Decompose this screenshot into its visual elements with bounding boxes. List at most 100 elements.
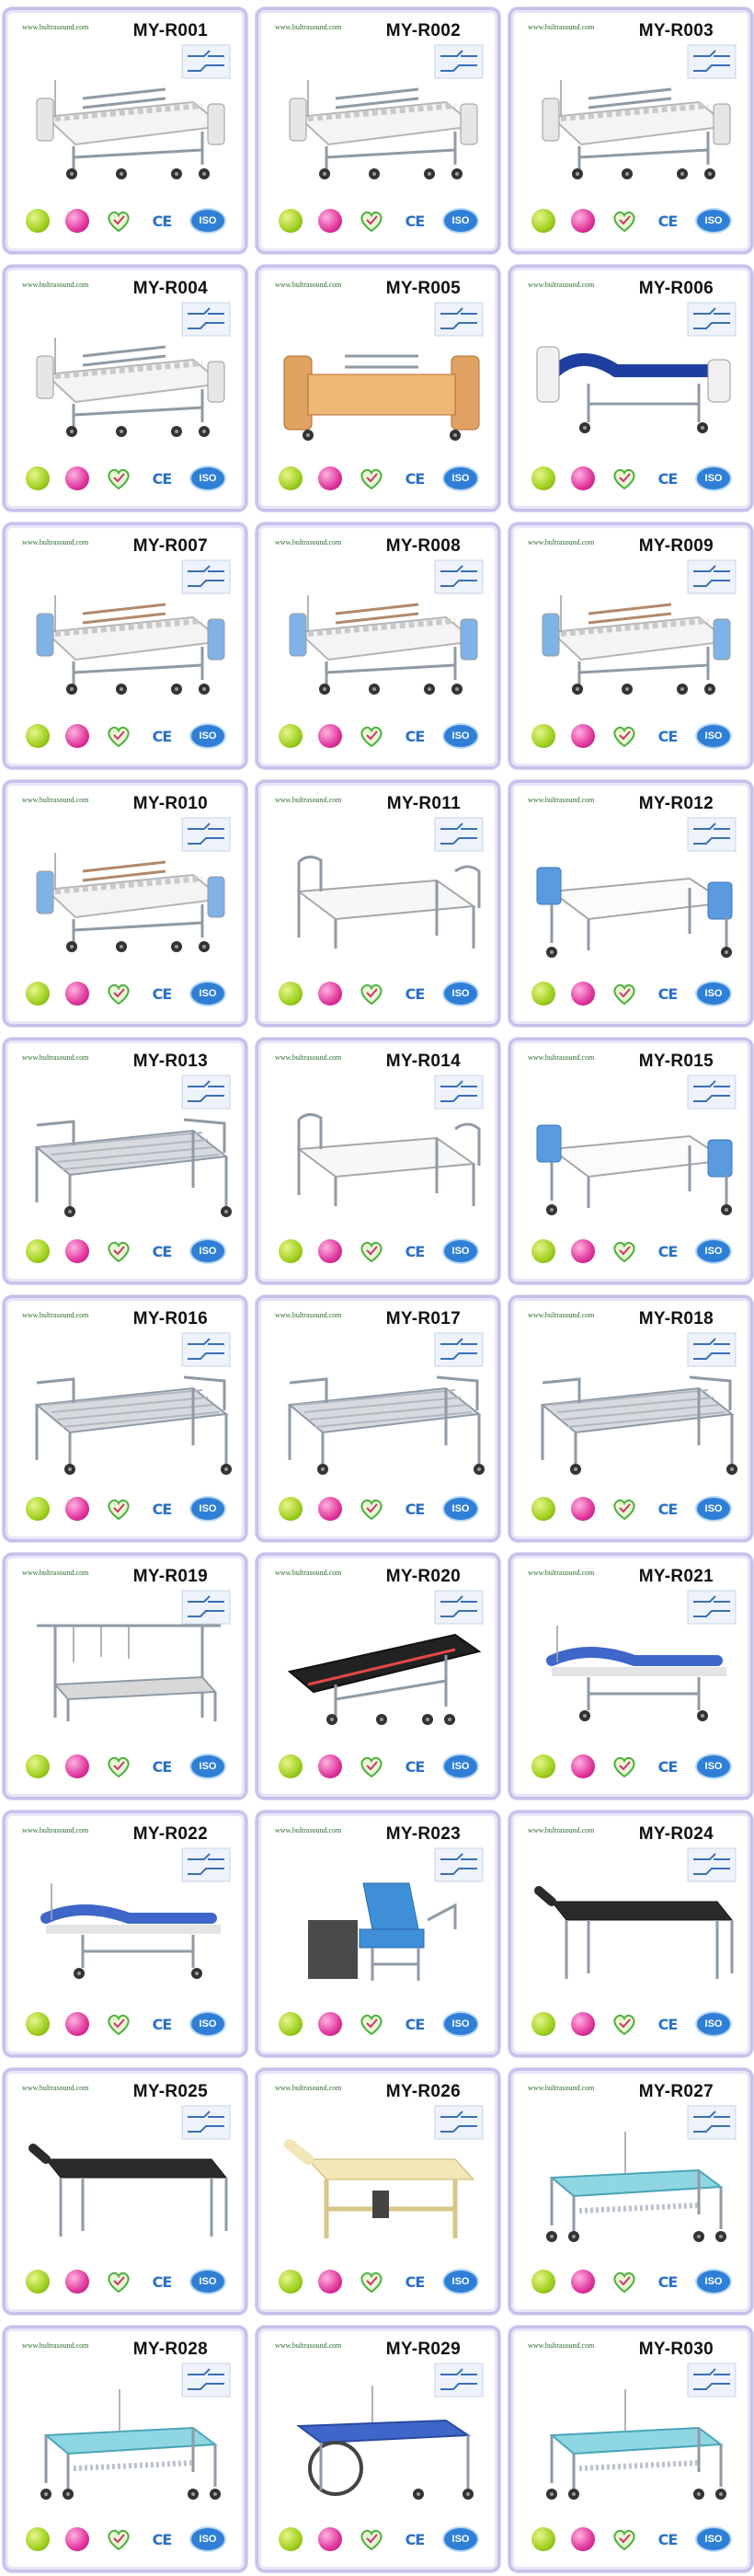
product-card-my-r004[interactable]: www.bultrasound.com MY-R004 CE — [3, 265, 247, 512]
electric-bed-icon — [36, 338, 225, 437]
heart-logo-icon — [613, 726, 635, 748]
ce-mark-icon: CE — [405, 1757, 426, 1776]
green-leaf-icon — [279, 982, 303, 1006]
position-thumbnail-icon — [181, 817, 231, 852]
iso-mark-icon: ISO — [444, 210, 477, 232]
heart-logo-icon — [613, 1499, 635, 1521]
green-leaf-icon — [26, 2527, 50, 2551]
site-label: www.bultrasound.com — [275, 1053, 342, 1062]
heart-logo-icon — [108, 1499, 130, 1521]
model-number: MY-R001 — [132, 21, 208, 40]
iso-mark-icon: ISO — [191, 2271, 224, 2293]
ce-mark-icon: CE — [152, 212, 173, 230]
ce-mark-icon: CE — [405, 984, 426, 1003]
model-number: MY-R007 — [132, 536, 208, 556]
product-card-my-r025[interactable]: www.bultrasound.com MY-R025 CE ISO — [3, 2068, 247, 2315]
manual-bed-icon — [36, 853, 225, 952]
product-card-my-r022[interactable]: www.bultrasound.com MY-R022 CE ISO — [3, 1811, 247, 2057]
green-leaf-icon — [26, 724, 50, 748]
pink-flower-icon — [571, 2527, 595, 2551]
product-card-my-r030[interactable]: www.bultrasound.com MY-R030 CE ISO — [508, 2326, 753, 2572]
position-thumbnail-icon — [687, 1847, 737, 1882]
green-leaf-icon — [531, 1239, 555, 1263]
model-number: MY-R030 — [638, 2340, 714, 2359]
heart-logo-icon — [108, 2271, 130, 2294]
pink-flower-icon — [318, 466, 342, 490]
green-leaf-icon — [279, 2012, 303, 2036]
product-card-my-r028[interactable]: www.bultrasound.com MY-R028 CE ISO — [3, 2326, 247, 2572]
model-number: MY-R020 — [385, 1567, 461, 1586]
product-card-my-r024[interactable]: www.bultrasound.com MY-R024 CE ISO — [508, 1811, 753, 2057]
product-card-my-r023[interactable]: www.bultrasound.com MY-R023 CE ISO — [256, 1811, 500, 2057]
ce-mark-icon: CE — [657, 727, 679, 745]
green-leaf-icon — [26, 2270, 50, 2294]
product-card-my-r027[interactable]: www.bultrasound.com MY-R027 CE ISO — [508, 2068, 753, 2315]
pink-flower-icon — [571, 466, 595, 490]
product-card-my-r020[interactable]: www.bultrasound.com MY-R020 CE ISO — [256, 1553, 500, 1800]
product-card-my-r001[interactable]: www.bultrasound.com MY-R001 CE — [3, 7, 247, 254]
ce-mark-icon: CE — [152, 727, 173, 745]
ce-mark-icon: CE — [657, 1500, 679, 1518]
green-leaf-icon — [531, 2012, 555, 2036]
model-number: MY-R028 — [132, 2340, 208, 2359]
product-card-my-r008[interactable]: www.bultrasound.com MY-R008 CE — [256, 523, 500, 769]
iso-mark-icon: ISO — [191, 467, 224, 489]
examination-chair-icon — [308, 1882, 457, 1981]
certification-badges: CE ISO — [531, 980, 730, 1007]
product-card-my-r005[interactable]: www.bultrasound.com MY-R005 CE ISO — [256, 265, 500, 512]
model-number: MY-R003 — [638, 21, 714, 40]
product-card-my-r019[interactable]: www.bultrasound.com MY-R019 CE ISO — [3, 1553, 247, 1800]
ce-mark-icon: CE — [152, 1242, 173, 1260]
heart-logo-icon — [360, 983, 383, 1006]
pink-flower-icon — [318, 2527, 342, 2551]
iso-mark-icon: ISO — [444, 1755, 477, 1777]
product-card-my-r016[interactable]: www.bultrasound.com MY-R016 CE ISO — [3, 1295, 247, 1542]
product-card-my-r012[interactable]: www.bultrasound.com MY-R012 CE ISO — [508, 780, 753, 1027]
site-label: www.bultrasound.com — [22, 1311, 89, 1319]
product-card-my-r002[interactable]: www.bultrasound.com MY-R002 CE — [256, 7, 500, 254]
product-card-my-r021[interactable]: www.bultrasound.com MY-R021 CE ISO — [508, 1553, 753, 1800]
product-card-my-r018[interactable]: www.bultrasound.com MY-R018 CE ISO — [508, 1295, 753, 1542]
model-number: MY-R012 — [638, 794, 714, 813]
certification-badges: CE ISO — [279, 1495, 477, 1523]
pink-flower-icon — [571, 1239, 595, 1263]
iso-mark-icon: ISO — [697, 2528, 730, 2550]
site-label: www.bultrasound.com — [528, 1826, 595, 1834]
product-card-my-r013[interactable]: www.bultrasound.com MY-R013 CE ISO — [3, 1038, 247, 1284]
certification-badges: CE ISO — [26, 1753, 224, 1780]
certification-badges: CE ISO — [279, 980, 477, 1007]
iso-mark-icon: ISO — [697, 1498, 730, 1520]
iso-mark-icon: ISO — [697, 210, 730, 232]
product-card-my-r015[interactable]: www.bultrasound.com MY-R015 CE ISO — [508, 1038, 753, 1284]
product-card-my-r011[interactable]: www.bultrasound.com MY-R011 CE ISO — [256, 780, 500, 1027]
pink-flower-icon — [65, 466, 89, 490]
product-card-my-r029[interactable]: www.bultrasound.com MY-R029 CE ISO — [256, 2326, 500, 2572]
certification-badges: CE ISO — [531, 465, 730, 492]
ce-mark-icon: CE — [152, 2015, 173, 2033]
certification-badges: CE ISO — [531, 207, 730, 235]
product-card-my-r003[interactable]: www.bultrasound.com MY-R003 CE — [508, 7, 753, 254]
model-number: MY-R029 — [385, 2340, 461, 2359]
site-label: www.bultrasound.com — [275, 2084, 342, 2092]
product-card-my-r007[interactable]: www.bultrasound.com MY-R007 CE — [3, 523, 247, 769]
model-number: MY-R025 — [132, 2082, 208, 2101]
certification-badges: CE ISO — [279, 2010, 477, 2038]
site-label: www.bultrasound.com — [528, 1053, 595, 1062]
product-card-my-r006[interactable]: www.bultrasound.com MY-R006 CE ISO — [508, 265, 753, 512]
model-number: MY-R006 — [638, 279, 714, 298]
pink-flower-icon — [571, 2270, 595, 2294]
product-card-my-r017[interactable]: www.bultrasound.com MY-R017 CE ISO — [256, 1295, 500, 1542]
manual-bed-icon — [542, 595, 731, 695]
pink-flower-icon — [318, 1239, 342, 1263]
product-card-my-r010[interactable]: www.bultrasound.com MY-R010 CE — [3, 780, 247, 1027]
flat-bed-icon — [296, 856, 481, 949]
heart-logo-icon — [360, 1241, 383, 1263]
product-card-my-r009[interactable]: www.bultrasound.com MY-R009 CE — [508, 523, 753, 769]
product-card-my-r026[interactable]: www.bultrasound.com MY-R026 CE ISO — [256, 2068, 500, 2315]
site-label: www.bultrasound.com — [22, 1826, 89, 1834]
heart-logo-icon — [613, 468, 635, 490]
certification-badges: CE ISO — [26, 722, 224, 750]
manual-bed-icon — [36, 595, 225, 695]
product-card-my-r014[interactable]: www.bultrasound.com MY-R014 CE ISO — [256, 1038, 500, 1284]
iso-mark-icon: ISO — [191, 2528, 224, 2550]
